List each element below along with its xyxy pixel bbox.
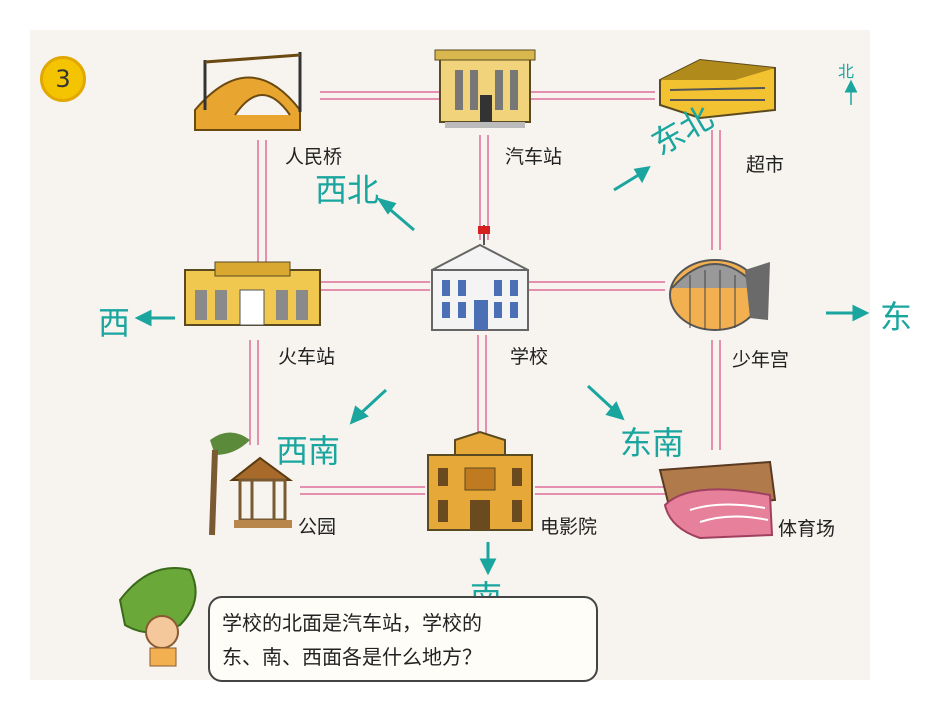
park-pavilion [209,432,294,536]
direction-arrows [134,79,870,576]
direction-southwest: 西南 [276,432,341,470]
child-character [118,567,197,667]
question-bubble: 学校的北面是汽车站，学校的 东、南、西面各是什么地方？ [208,596,598,682]
school-building [431,225,529,331]
question-line-1: 学校的北面是汽车站，学校的 [222,611,482,635]
direction-northwest: 西北 [315,171,380,209]
direction-east: 东 [880,298,913,336]
label-supermarket: 超市 [746,154,785,176]
bus-station-building [434,49,536,128]
roads [249,91,721,495]
direction-west: 西 [98,304,131,342]
question-line-2: 东、南、西面各是什么地方？ [222,645,482,669]
label-park: 公园 [298,516,337,538]
label-bridge: 人民桥 [285,146,343,168]
problem-number-badge: 3 [40,56,86,102]
cinema-building [427,430,533,531]
youth-palace-building [669,259,770,331]
label-bus-station: 汽车站 [505,146,563,168]
label-school: 学校 [510,346,549,368]
label-youth-palace: 少年宫 [732,349,790,371]
bridge-building [194,52,302,131]
stadium-building [658,460,777,540]
direction-southeast: 东南 [620,424,685,462]
label-train-station: 火车站 [278,346,336,368]
problem-number: 3 [55,65,71,93]
label-cinema: 电影院 [540,516,598,538]
train-station-building [184,261,321,326]
label-stadium: 体育场 [778,518,836,540]
north-indicator: 北 [838,62,855,81]
supermarket-building [659,58,776,120]
